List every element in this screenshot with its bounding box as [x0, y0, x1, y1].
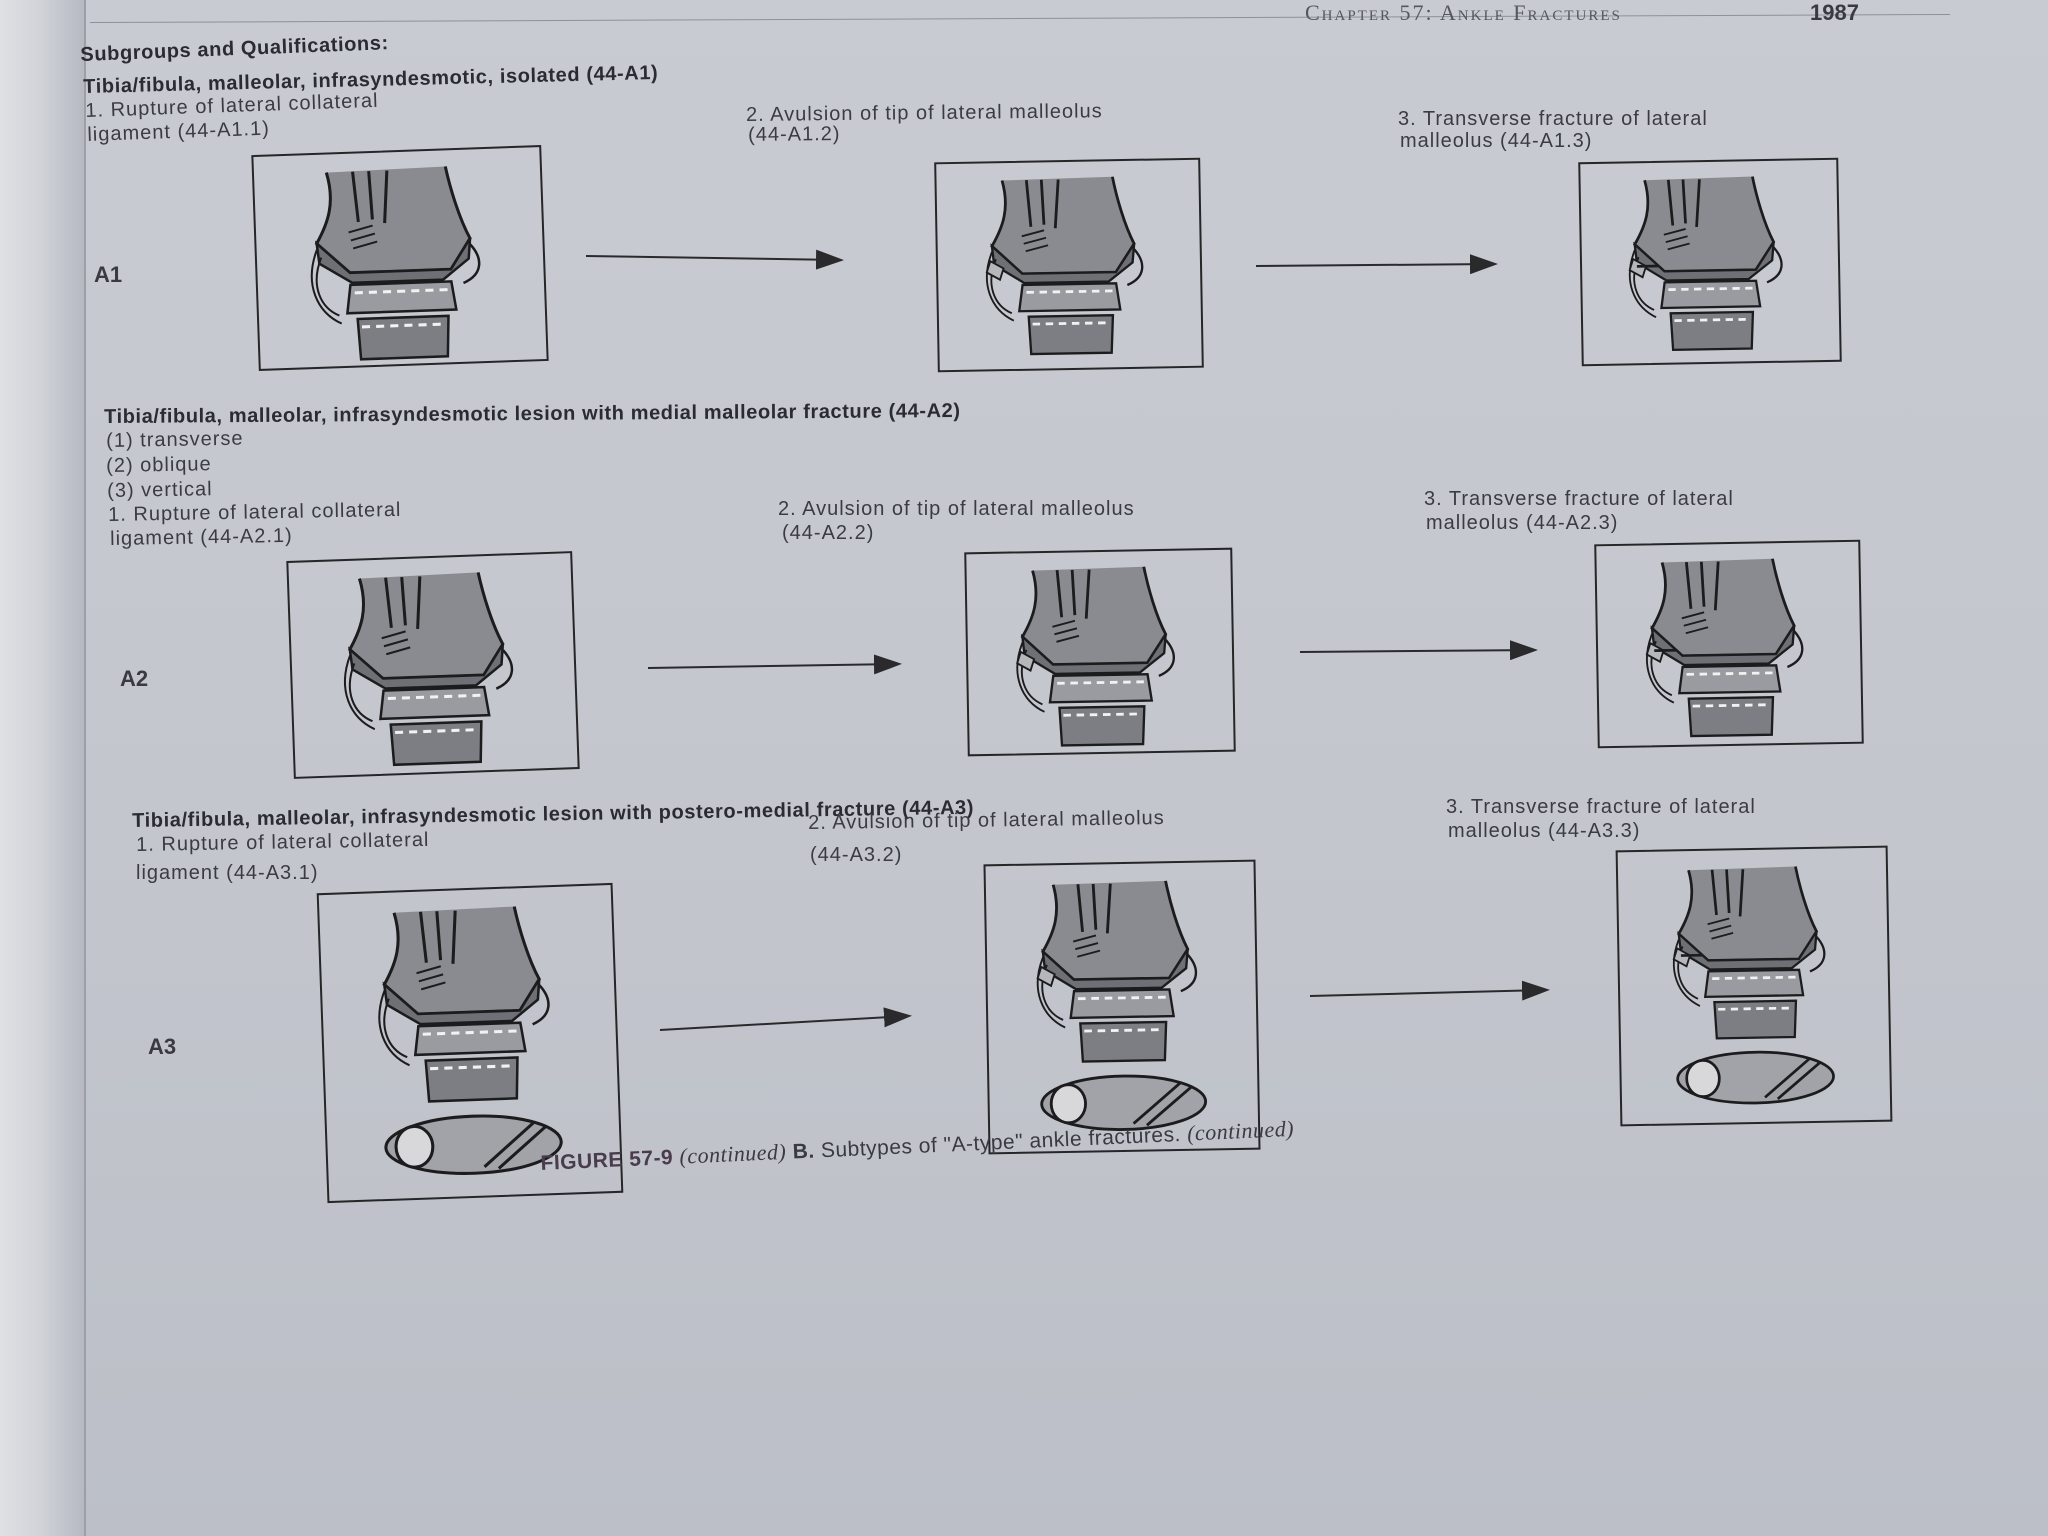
row-label-a3: A3	[148, 1034, 177, 1059]
arrow-4	[1299, 640, 1538, 661]
book-gutter	[0, 0, 86, 1536]
ankle-bone-drawing	[1672, 866, 1835, 1105]
caption-part: B.	[792, 1139, 816, 1164]
a3-item3-line1: 3. Transverse fracture of lateral	[1446, 796, 1756, 818]
ankle-diagram-a2-1	[286, 551, 580, 779]
ankle-diagram-a1-2	[934, 157, 1204, 373]
a2-item3-line1: 3. Transverse fracture of lateral	[1424, 488, 1734, 510]
running-header: Chapter 57: Ankle Fractures	[1305, 0, 1622, 25]
arrow-5	[659, 1007, 912, 1031]
ankle-bone-drawing	[378, 906, 563, 1175]
a3-item1-line2: ligament (44-A3.1)	[136, 862, 319, 884]
ankle-diagram-a2-2	[964, 547, 1236, 757]
a2-item2-line2: (44-A2.2)	[782, 522, 875, 544]
arrow-2	[1255, 254, 1498, 275]
ankle-bone-drawing	[1016, 566, 1175, 747]
ankle-bone-drawing	[985, 176, 1144, 356]
a3-item2-line2: (44-A3.2)	[810, 844, 903, 866]
page-number: 1987	[1810, 0, 1859, 25]
ankle-bone-drawing	[344, 572, 514, 767]
a2-item2-line1: 2. Avulsion of tip of lateral malleolus	[778, 498, 1135, 520]
a2-item3-line2: malleolus (44-A2.3)	[1426, 512, 1619, 534]
row-label-a2: A2	[120, 666, 149, 691]
arrow-6	[1309, 980, 1550, 1001]
ankle-bone-drawing	[1036, 880, 1208, 1131]
caption-figure-number: FIGURE 57-9	[540, 1145, 674, 1175]
ankle-diagram-a2-3	[1594, 539, 1864, 749]
ankle-diagram-a3-1	[316, 882, 624, 1204]
ankle-diagram-a1-3	[1578, 157, 1842, 367]
ankle-diagram-a3-2	[983, 859, 1261, 1155]
ankle-bone-drawing	[310, 166, 481, 361]
ankle-diagram-a3-3	[1615, 845, 1893, 1127]
a1-item3-line1: 3. Transverse fracture of lateral	[1398, 108, 1708, 130]
arrow-3	[647, 654, 902, 675]
arrow-1	[585, 249, 844, 270]
ankle-bone-drawing	[1645, 558, 1804, 738]
caption-continued: (continued)	[678, 1138, 787, 1169]
caption-continued-end: (continued)	[1186, 1115, 1295, 1146]
a1-item3-line2: malleolus (44-A1.3)	[1400, 130, 1593, 152]
row-label-a1: A1	[94, 262, 123, 287]
ankle-bone-drawing	[1628, 176, 1783, 352]
ankle-diagram-a1-1	[251, 145, 549, 371]
a3-item3-line2: malleolus (44-A3.3)	[1448, 820, 1641, 842]
